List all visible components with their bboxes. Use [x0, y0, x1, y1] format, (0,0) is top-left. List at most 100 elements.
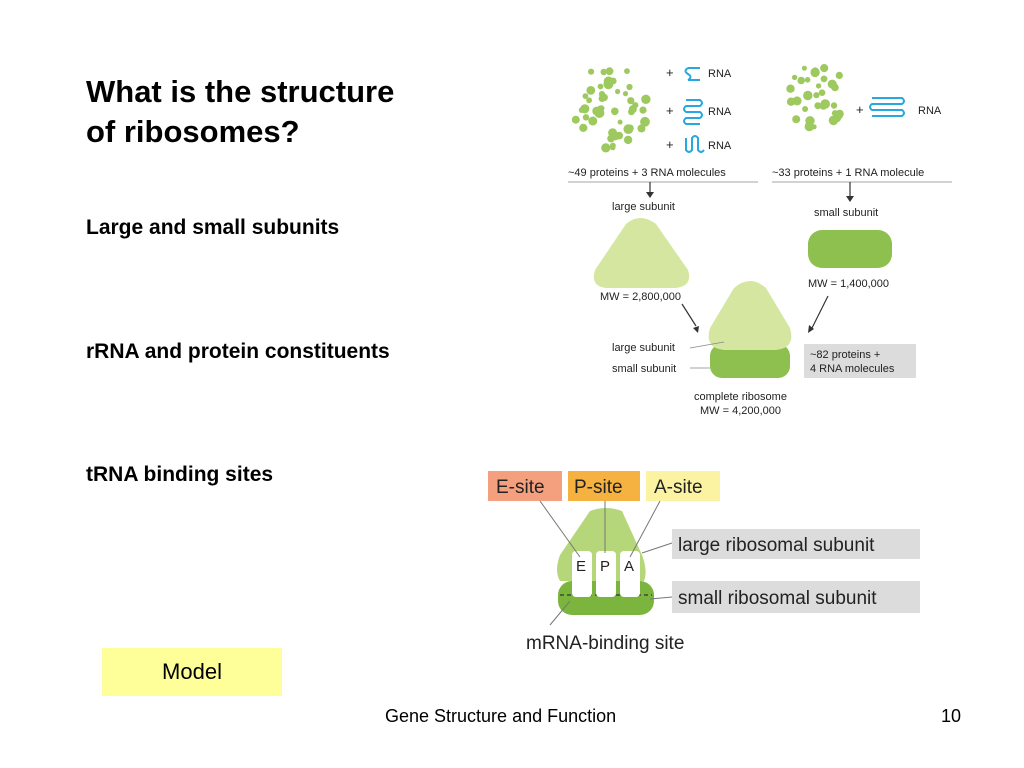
- protein-dot: [831, 117, 837, 123]
- rna-squiggle-small: [869, 97, 905, 117]
- footer-title: Gene Structure and Function: [385, 706, 617, 726]
- protein-dot: [792, 115, 801, 124]
- protein-dot: [831, 110, 839, 117]
- protein-dot: [580, 104, 590, 114]
- e-site-box: [488, 471, 562, 501]
- total-proteins-label: ~82 proteins +: [810, 349, 880, 361]
- protein-dot: [792, 96, 802, 106]
- protein-dot: [805, 116, 815, 126]
- bullet-trna-binding: tRNA binding sites: [86, 463, 274, 486]
- e-slot: [572, 551, 592, 597]
- protein-dot: [801, 65, 807, 71]
- page-number: 10: [941, 706, 962, 726]
- complete-small-subunit: [710, 344, 790, 378]
- protein-dot: [608, 128, 618, 138]
- rna-label-2: RNA: [708, 106, 732, 118]
- small-ribosomal-subunit-label: small ribosomal subunit: [678, 588, 877, 609]
- protein-dot: [818, 89, 826, 96]
- complete-ribosome-caption: complete ribosome: [694, 391, 787, 403]
- protein-dot: [831, 83, 839, 92]
- large-subunit-proteins: [571, 67, 651, 153]
- protein-dot: [586, 97, 592, 104]
- slide-title-line-2: of ribosomes?: [86, 114, 300, 149]
- trna-binding-site-diagram: E-site P-site A-site E P A large ribosom…: [488, 471, 920, 654]
- protein-dot: [628, 105, 637, 114]
- protein-dot: [600, 68, 607, 76]
- protein-dot: [588, 68, 595, 75]
- protein-dot: [609, 144, 616, 151]
- a-slot-letter: A: [624, 558, 634, 575]
- protein-dot: [626, 124, 634, 132]
- small-subunit-proteins: [786, 64, 844, 132]
- protein-dot: [804, 77, 811, 83]
- large-subunit-label: large subunit: [612, 201, 675, 213]
- slide-title: What is the structure of ribosomes?: [86, 72, 394, 152]
- bullet-large-small-subunits: Large and small subunits: [86, 216, 340, 239]
- plus-sign-1: +: [666, 65, 674, 80]
- rna-squiggle-2: [683, 99, 703, 125]
- small-subunit-label: small subunit: [814, 207, 878, 219]
- mrna-binding-site-label: mRNA-binding site: [526, 633, 684, 654]
- small-ribosomal-subunit-label-box: [672, 581, 920, 613]
- total-composition-box: [804, 344, 916, 378]
- p-slot-letter: P: [600, 558, 610, 575]
- large-ribosomal-subunit-label: large ribosomal subunit: [678, 535, 875, 556]
- p-slot: [596, 551, 616, 597]
- protein-dot: [803, 90, 813, 101]
- protein-dot: [815, 83, 822, 89]
- protein-dot: [627, 97, 635, 105]
- protein-dot: [617, 119, 623, 125]
- rna-label-1: RNA: [708, 68, 732, 80]
- plus-sign-2: +: [666, 103, 674, 118]
- large-ribosomal-subunit-label-box: [672, 529, 920, 559]
- protein-dot: [579, 123, 588, 132]
- plus-sign-3: +: [666, 137, 674, 152]
- protein-dot: [820, 64, 829, 73]
- protein-dot: [820, 99, 830, 109]
- protein-dot: [601, 143, 611, 153]
- protein-dot: [813, 92, 820, 99]
- a-slot: [620, 551, 640, 597]
- complete-small-label: small subunit: [612, 363, 676, 375]
- rna-label-3: RNA: [708, 140, 732, 152]
- p-site-label: P-site: [574, 477, 623, 498]
- protein-dot: [598, 95, 606, 102]
- protein-dot: [812, 67, 819, 74]
- total-rna-label: 4 RNA molecules: [810, 363, 895, 375]
- protein-dot: [820, 75, 828, 83]
- protein-dot: [582, 114, 590, 121]
- rna-label-small: RNA: [918, 105, 942, 117]
- complete-ribosome-mw: MW = 4,200,000: [700, 405, 781, 417]
- protein-dot: [639, 106, 647, 114]
- protein-dot: [605, 67, 614, 76]
- p-site-box: [568, 471, 640, 501]
- complete-large-subunit: [708, 281, 792, 350]
- a-site-box: [646, 471, 720, 501]
- rna-squiggle-3: [685, 135, 705, 153]
- small-subunit-mw: MW = 1,400,000: [808, 278, 889, 290]
- large-subunit-mw: MW = 2,800,000: [600, 291, 681, 303]
- protein-dot: [835, 71, 843, 79]
- protein-dot: [603, 76, 614, 87]
- protein-dot: [624, 68, 630, 74]
- rna-squiggle-1: [684, 67, 700, 81]
- protein-dot: [622, 91, 629, 97]
- ribosome-assembly-diagram: + + + RNA RNA RNA + RNA ~49 proteins + 3…: [568, 64, 952, 417]
- protein-dot: [615, 88, 621, 95]
- complete-large-label: large subunit: [612, 342, 675, 354]
- protein-dot: [797, 76, 805, 85]
- large-subunit-shape: [593, 218, 690, 288]
- e-slot-letter: E: [576, 558, 586, 575]
- protein-dot: [830, 102, 838, 109]
- protein-dot: [786, 84, 795, 93]
- protein-dot: [626, 83, 633, 91]
- slide-title-line-1: What is the structure: [86, 74, 395, 109]
- protein-dot: [814, 102, 822, 110]
- model-button[interactable]: Model: [102, 648, 282, 696]
- bullet-rrna-protein: rRNA and protein constituents: [86, 340, 390, 363]
- protein-dot: [802, 106, 809, 112]
- protein-dot: [640, 116, 650, 127]
- small-mix-caption: ~33 proteins + 1 RNA molecule: [772, 167, 924, 179]
- protein-dot: [639, 126, 646, 133]
- protein-dot: [586, 86, 596, 95]
